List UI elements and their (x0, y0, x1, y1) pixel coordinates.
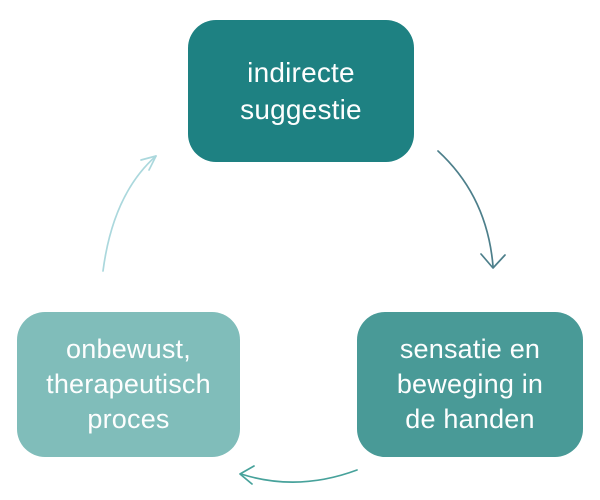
arrowhead-up-right-icon (140, 155, 157, 171)
arrow-top-to-bottom-right (437, 150, 506, 269)
node-label-line: suggestie (240, 94, 362, 125)
arrow-curve (437, 150, 494, 267)
node-label-line: proces (87, 404, 170, 434)
arrow-bottom-right-to-bottom-left (239, 465, 358, 485)
node-label-line: onbewust, (66, 334, 191, 364)
node-label-line: de handen (405, 404, 535, 434)
arrowhead-left-icon (239, 465, 255, 485)
node-label-line: indirecte (247, 57, 355, 88)
arrowhead-down-icon (480, 253, 506, 269)
node-label-line: therapeutisch (46, 369, 211, 399)
node-label-line: beweging in (396, 369, 544, 399)
arrow-bottom-left-to-top (102, 155, 157, 272)
arrow-curve (102, 155, 157, 272)
node-sensatie-en-beweging: sensatie en beweging in de handen (357, 312, 583, 457)
node-indirecte-suggestie: indirecte suggestie (188, 20, 414, 162)
node-onbewust-therapeutisch-proces: onbewust, therapeutisch proces (17, 312, 240, 457)
node-label-line: sensatie en (399, 334, 541, 364)
arrow-curve (240, 469, 358, 483)
